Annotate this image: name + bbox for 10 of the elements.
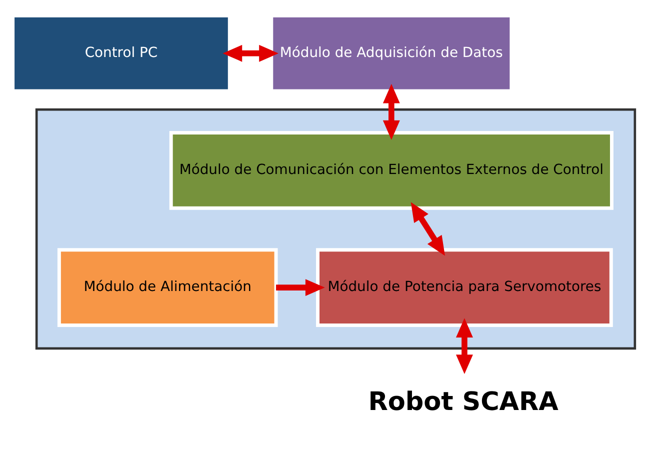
- node-box: Módulo de Comunicación con Elementos Externos de Control: [169, 130, 614, 210]
- node-box: Módulo de Potencia para Servomotores: [316, 248, 613, 326]
- arrow: [410, 202, 445, 256]
- arrow: [382, 83, 400, 140]
- cluster: [35, 108, 636, 350]
- node-box: Módulo de Alimentación: [57, 248, 278, 326]
- node-text: Robot SCARA: [368, 386, 558, 417]
- arrow: [276, 278, 325, 296]
- arrow: [222, 44, 278, 62]
- arrow: [456, 318, 473, 374]
